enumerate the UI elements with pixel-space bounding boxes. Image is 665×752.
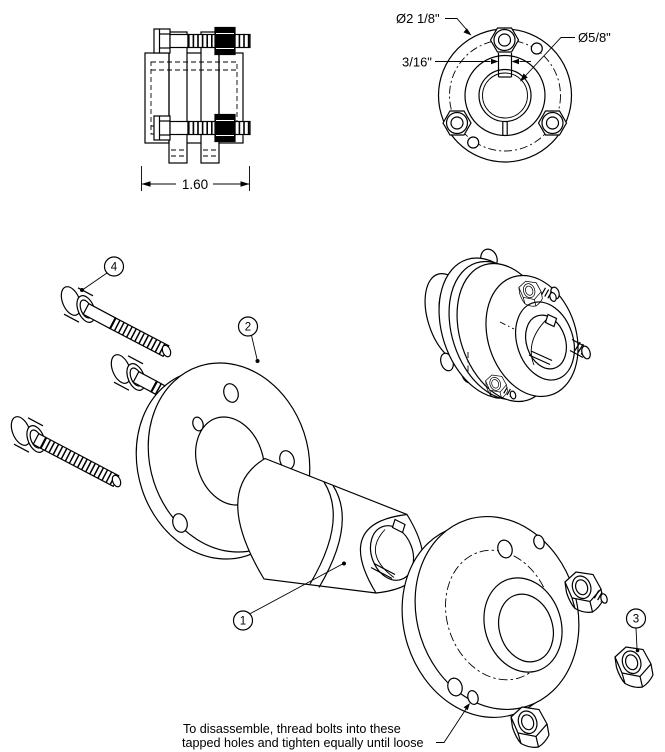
callout-2: 2: [237, 316, 260, 363]
callout-4: 4: [80, 256, 125, 292]
callout-2-number: 2: [245, 322, 251, 334]
side-view-bottom-bolt: [153, 113, 251, 143]
leader-arrowhead: [463, 28, 472, 36]
hex-nut-right: [614, 646, 654, 688]
note-leader-arrowhead: [463, 703, 470, 711]
dim-arrowhead-right: [240, 181, 250, 187]
socket-head-cap-screw-bottom: [10, 416, 122, 488]
clamp-split-slit: [502, 121, 508, 136]
flange-bolt-hole: [223, 383, 239, 403]
side-view: 1.60: [141, 26, 251, 192]
flange-tapped-hole: [467, 690, 479, 705]
hub-bore-flat-2: [373, 562, 396, 576]
assembled-keyway: [544, 313, 558, 328]
callout-1-balloon: [232, 610, 254, 631]
front-view-nut-top: [489, 27, 520, 53]
flange-bolt-hole: [497, 539, 513, 559]
flange-mounted-nut: [564, 571, 608, 613]
dim-arrowhead-right: [491, 58, 499, 65]
hub-face-edge: [359, 513, 408, 594]
centerline-mark-face: [499, 321, 515, 330]
callout-4-balloon: [103, 256, 125, 277]
hub-ring-line-1: [309, 481, 334, 585]
hub-bore: [369, 525, 415, 581]
socket-head-cap-screw-top: [60, 286, 172, 358]
hub-bore-flat-1: [370, 566, 393, 580]
label-keyway-width: 3/16": [402, 55, 432, 70]
label-outer-diameter-group: Ø2 1/8": [396, 11, 472, 36]
bore-flat-chord-1: [528, 354, 551, 366]
assembled-view: [424, 248, 591, 403]
note-line-1: To disassemble, thread bolts into these: [183, 722, 401, 736]
exploded-view: 4 2: [10, 256, 654, 750]
callout-4-dot: [80, 288, 84, 292]
socket-head-cap-screw-middle: [110, 354, 175, 403]
callout-3: 3: [625, 608, 647, 653]
front-view-nut-lower-right: [537, 110, 568, 136]
flange-bolt-hole: [172, 513, 188, 533]
tapped-hole-upper-right: [530, 42, 543, 55]
bore-chamfer-circle: [482, 72, 528, 119]
front-view: Ø2 1/8" Ø5/8" 3/16": [396, 11, 611, 163]
callout-1-dot: [342, 561, 346, 566]
dimension-label-overall-length: 1.60: [182, 177, 208, 192]
callout-2-balloon: [237, 316, 259, 337]
assembled-bottom-nut: [485, 374, 517, 400]
callout-2-dot: [255, 359, 260, 363]
side-view-top-bolt: [153, 26, 251, 56]
clamp-collar-circle: [464, 54, 546, 137]
callout-1-number: 1: [240, 616, 246, 628]
front-view-nut-lower-left: [442, 110, 472, 136]
hub-keyway: [391, 518, 406, 534]
keyway-slot: [497, 53, 513, 78]
flange-bolt-hole: [447, 677, 463, 697]
dim-arrowhead-left: [141, 181, 151, 187]
callout-3-dot: [635, 648, 640, 653]
label-bore-diameter-group: Ø5/8": [520, 30, 611, 82]
callout-1: 1: [232, 561, 346, 631]
tapped-hole-lower-left: [467, 136, 480, 149]
callout-3-balloon: [625, 608, 647, 629]
label-bore-diameter: Ø5/8": [578, 30, 611, 45]
callout-4-number: 4: [111, 262, 118, 274]
hex-nut-bottom: [510, 706, 550, 748]
note-leader-line: [436, 704, 470, 743]
bolt-circle-centerline: [449, 39, 561, 152]
label-outer-diameter: Ø2 1/8": [396, 11, 440, 26]
leader-arrowhead: [520, 73, 528, 82]
flange-tapped-hole: [533, 534, 545, 550]
callout-3-number: 3: [633, 614, 639, 626]
rear-flange-part: [401, 515, 608, 719]
dimension-overall-length: 1.60: [141, 166, 250, 192]
bore-circle: [478, 68, 532, 123]
dim-arrowhead-left: [511, 58, 519, 65]
label-keyway-width-group: 3/16": [402, 55, 531, 70]
flange-bore: [498, 593, 554, 663]
hub-ring-line-2: [318, 485, 343, 588]
bore-flat-chord-2: [530, 350, 553, 362]
assembled-right-stud: [569, 338, 591, 360]
hub-bore-inner-edge: [374, 529, 395, 578]
disassembly-note: To disassemble, thread bolts into these …: [182, 703, 470, 750]
assembled-top-nut: [518, 280, 557, 307]
note-line-2: tapped holes and tighten equally until l…: [182, 736, 424, 750]
flange-tapped-hole: [192, 416, 204, 432]
assembled-bore: [525, 314, 567, 370]
hub-part: [237, 457, 424, 594]
